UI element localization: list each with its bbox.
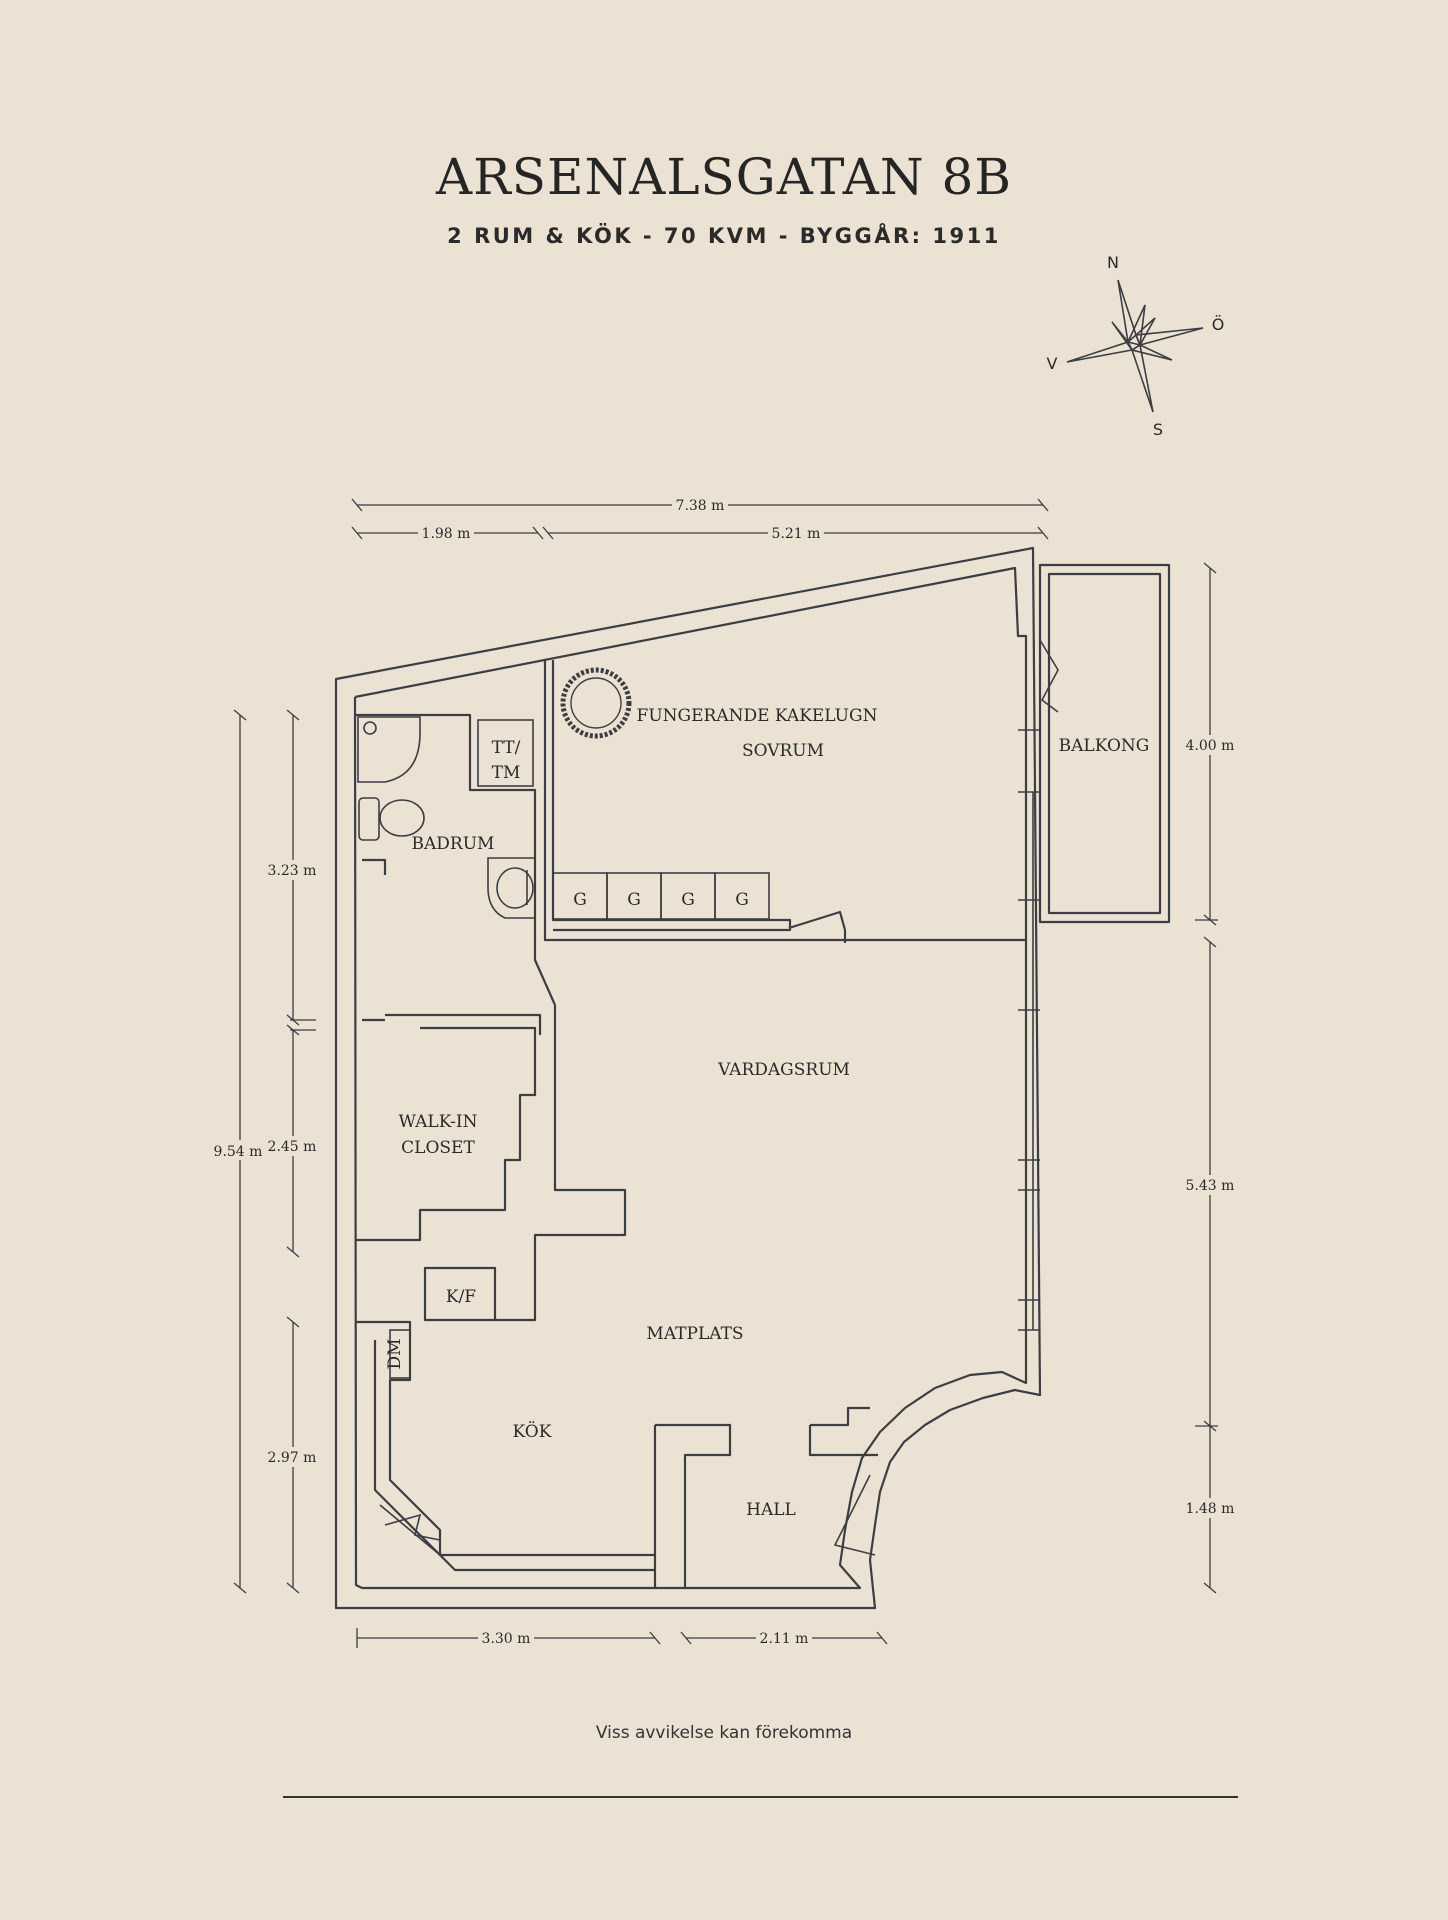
tiled-stove-icon xyxy=(560,667,632,739)
compass-n: N xyxy=(1107,253,1119,272)
wardrobe-label-1: G xyxy=(573,890,587,910)
compass-rose-icon: N Ö S V xyxy=(1047,253,1225,439)
dimension-left: 9.54 m 3.23 m 2.45 m 2.97 m xyxy=(210,709,324,1594)
room-label-matplats: MATPLATS xyxy=(646,1324,743,1344)
room-label-walkin-2: CLOSET xyxy=(401,1138,475,1158)
room-label-kf: K/F xyxy=(446,1287,476,1307)
outer-walls xyxy=(334,546,1042,1610)
dim-left-3: 2.97 m xyxy=(268,1450,317,1466)
tttm-box xyxy=(477,719,534,787)
right-windows xyxy=(1018,791,1040,1331)
room-label-kakelugn: FUNGERANDE KAKELUGN xyxy=(637,706,878,726)
sink-icon xyxy=(487,857,536,919)
dim-bottom-left: 3.30 m xyxy=(482,1631,531,1647)
room-label-badrum: BADRUM xyxy=(412,834,495,854)
wardrobes: G G G G xyxy=(552,872,770,920)
dim-left-total: 9.54 m xyxy=(214,1144,263,1160)
room-label-tttm-2: TM xyxy=(492,763,521,783)
room-label-vardagsrum: VARDAGSRUM xyxy=(717,1060,850,1080)
toilet-icon xyxy=(379,799,425,837)
room-label-kok: KÖK xyxy=(513,1421,552,1442)
balcony xyxy=(1018,563,1171,924)
dim-right-1: 4.00 m xyxy=(1186,738,1235,754)
room-label-tttm-1: TT/ xyxy=(492,738,521,758)
shower-icon xyxy=(357,716,421,783)
dim-right-2: 5.43 m xyxy=(1186,1178,1235,1194)
dim-bottom-right: 2.11 m xyxy=(760,1631,809,1647)
room-label-hall: HALL xyxy=(746,1500,796,1520)
dim-top-right: 5.21 m xyxy=(772,526,821,542)
dim-top-total: 7.38 m xyxy=(676,498,725,514)
room-label-sovrum: SOVRUM xyxy=(742,741,824,761)
disclaimer-note: Viss avvikelse kan förekomma xyxy=(595,1723,853,1743)
dim-top-left: 1.98 m xyxy=(422,526,471,542)
dim-left-1: 3.23 m xyxy=(268,863,317,879)
toilet-tank-icon xyxy=(358,797,380,841)
room-label-dm: DM xyxy=(385,1338,405,1369)
dim-left-2: 2.45 m xyxy=(268,1139,317,1155)
page-subtitle: 2 RUM & KÖK - 70 KVM - BYGGÅR: 1911 xyxy=(447,224,1001,248)
dimension-bottom: 3.30 m 2.11 m xyxy=(356,1628,888,1648)
page-title: ARSENALSGATAN 8B xyxy=(435,148,1013,206)
footer-divider xyxy=(283,1796,1238,1798)
wardrobe-label-2: G xyxy=(627,890,641,910)
wardrobe-label-3: G xyxy=(681,890,695,910)
dimension-right: 4.00 m 5.43 m 1.48 m xyxy=(1180,562,1240,1594)
room-label-balkong: BALKONG xyxy=(1059,736,1150,756)
compass-s: S xyxy=(1153,420,1163,439)
wardrobe-label-4: G xyxy=(735,890,749,910)
room-label-walkin-1: WALK-IN xyxy=(399,1112,478,1132)
compass-w: V xyxy=(1047,354,1058,373)
dimension-top: 7.38 m 1.98 m 5.21 m xyxy=(351,495,1049,542)
bathroom-fixtures xyxy=(357,716,536,919)
compass-e: Ö xyxy=(1212,315,1225,334)
interior-walls xyxy=(355,660,1026,1588)
dim-right-3: 1.48 m xyxy=(1186,1501,1235,1517)
